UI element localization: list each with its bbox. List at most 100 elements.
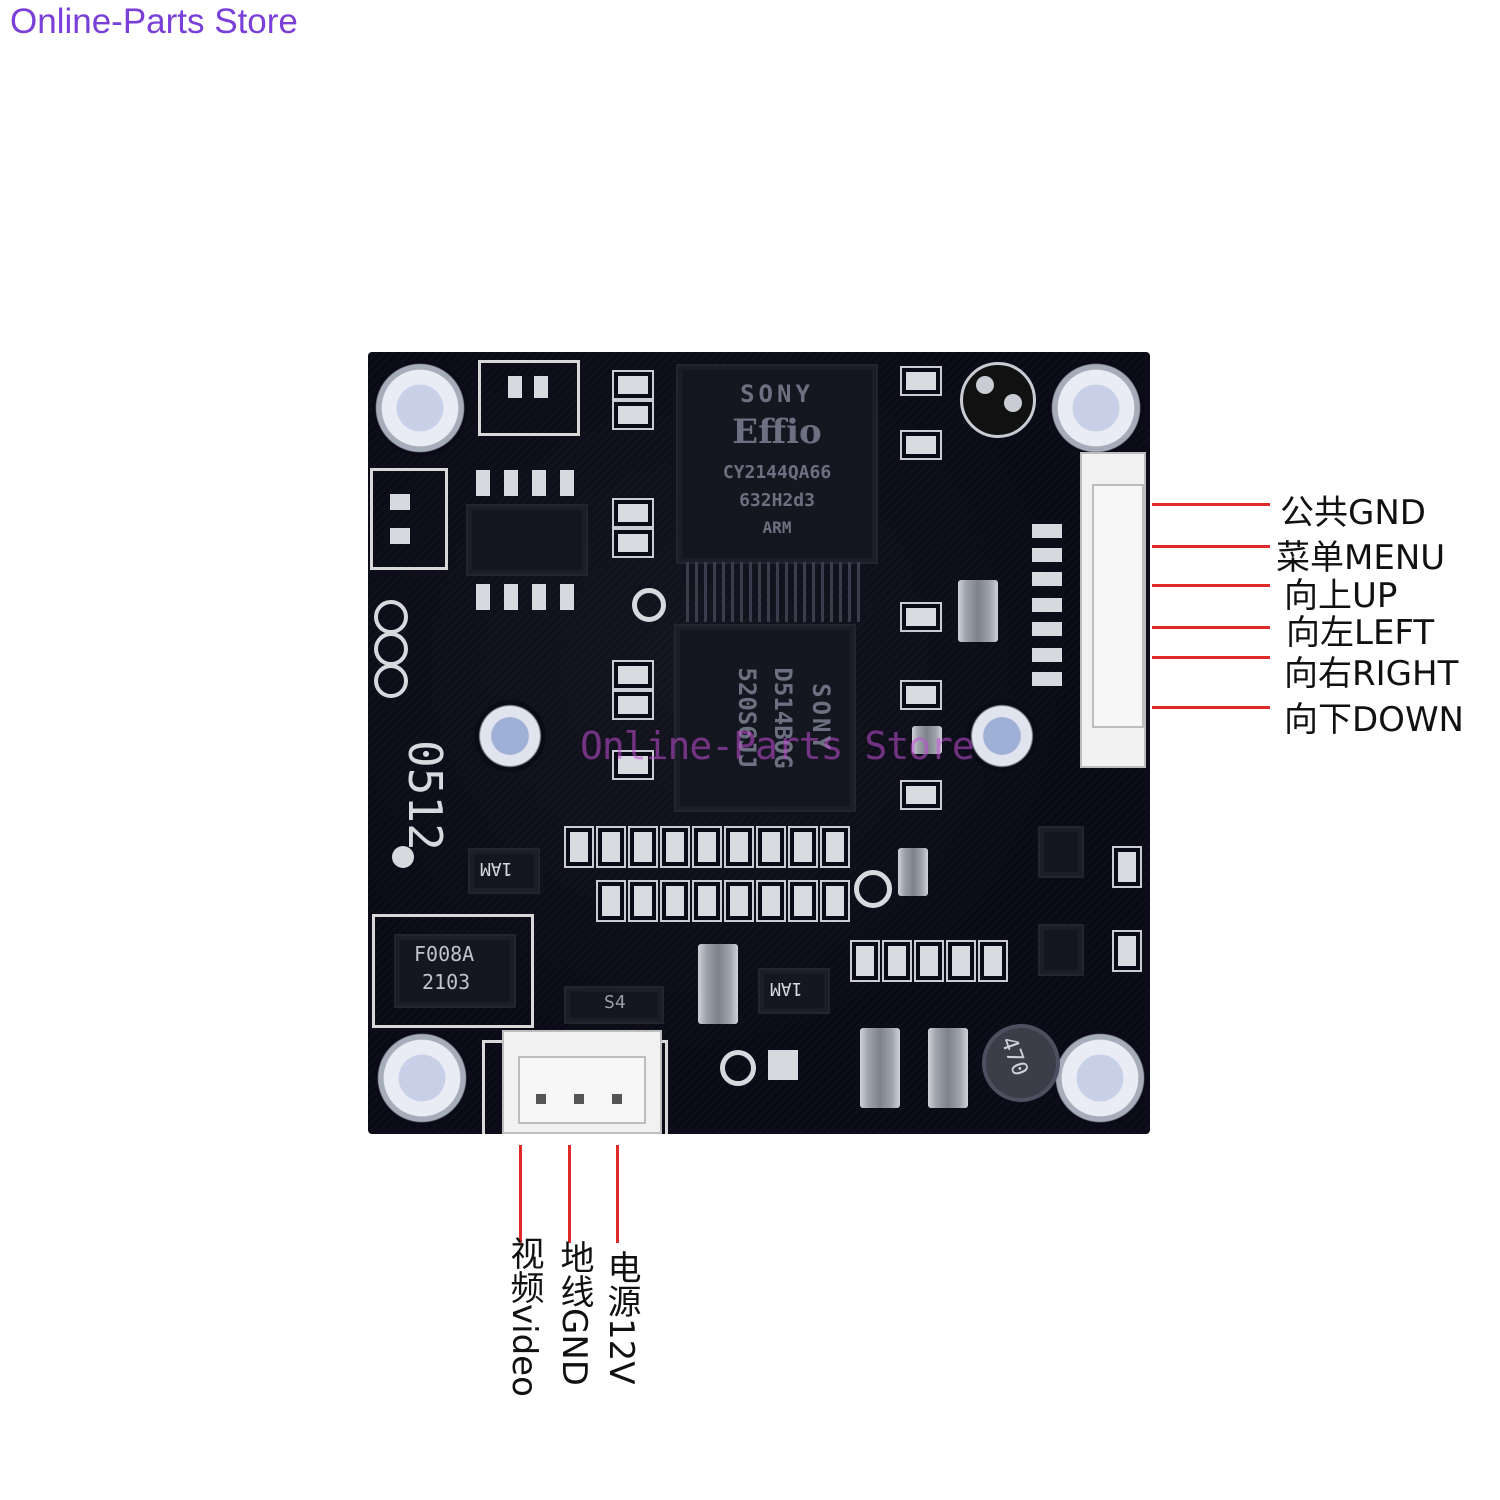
smd-resistor <box>630 828 656 866</box>
left-pad-outline <box>370 468 448 570</box>
chip-text: 632H2d3 <box>739 490 815 511</box>
test-pad <box>768 1050 798 1080</box>
pin-label-left: 向左LEFT <box>1286 613 1435 653</box>
smd-resistor <box>902 432 940 458</box>
diode-s4: S4 <box>564 986 664 1024</box>
soic-pin <box>532 584 546 610</box>
sot-transistor: 1AM <box>758 968 830 1014</box>
smd-resistor <box>694 882 720 920</box>
smd-resistor <box>1114 848 1140 886</box>
smd-resistor <box>884 942 910 980</box>
trimmer-dot <box>1004 394 1022 412</box>
capacitor <box>928 1028 968 1108</box>
pin-label-menu: 菜单MENU <box>1276 538 1446 578</box>
sot-mark: 1AM <box>480 858 513 879</box>
test-pad <box>854 870 892 908</box>
smd-resistor <box>902 368 940 394</box>
smd-resistor <box>980 942 1006 980</box>
smd-resistor <box>902 604 940 630</box>
chip-text: CY2144QA66 <box>722 462 832 483</box>
smd-resistor <box>614 752 652 778</box>
soic-pin <box>532 470 546 496</box>
wire-line <box>616 1145 619 1243</box>
header-pin <box>1032 672 1062 686</box>
diode-s4-mark: S4 <box>604 992 626 1013</box>
wire-line <box>1152 706 1270 709</box>
smd-resistor <box>790 828 816 866</box>
soic-chip <box>466 504 588 576</box>
menu-key-connector-housing <box>1092 484 1144 728</box>
capacitor <box>698 944 738 1024</box>
lens-mount-hole-left <box>474 700 546 772</box>
smd-resistor <box>790 882 816 920</box>
header-pin <box>1032 548 1062 562</box>
capacitor <box>898 848 928 896</box>
wire-line <box>519 1145 522 1243</box>
pin-label-power: 电源12V <box>601 1250 641 1385</box>
soic-pin <box>476 470 490 496</box>
left-pad <box>390 494 410 510</box>
chip-text: D514BOG <box>769 667 797 769</box>
silk-dot <box>392 846 414 868</box>
transistor <box>1038 826 1084 878</box>
soic-pin <box>476 584 490 610</box>
top-pad <box>508 376 522 398</box>
mounting-hole-bottom-left <box>374 1030 470 1126</box>
chip-text: ARM <box>762 518 792 537</box>
smd-resistor <box>822 882 848 920</box>
header-hole <box>374 600 408 634</box>
smd-resistor <box>948 942 974 980</box>
smd-resistor <box>822 828 848 866</box>
smd-resistor <box>902 682 940 708</box>
diode-date: 2103 <box>422 970 471 994</box>
soic-pin <box>504 584 518 610</box>
wire-line <box>1152 626 1270 629</box>
header-pin <box>1032 648 1062 662</box>
diode: F008A 2103 <box>394 934 516 1008</box>
test-pad <box>632 588 666 622</box>
left-pad <box>390 528 410 544</box>
trimmer-dot <box>976 376 994 394</box>
header-pin <box>1032 524 1062 538</box>
capacitor <box>860 1028 900 1108</box>
smd-resistor <box>662 882 688 920</box>
sony-dsp-chip: SONY D514BOG 520S6JJ <box>674 624 856 812</box>
smd-resistor <box>566 828 592 866</box>
header-hole <box>374 632 408 666</box>
smd-resistor <box>758 882 784 920</box>
wire-line <box>1152 656 1270 659</box>
wire-line <box>1152 584 1270 587</box>
connector-pin <box>574 1094 584 1104</box>
smd-resistor <box>726 828 752 866</box>
chip-text: Effio <box>732 412 822 452</box>
smd-resistor <box>902 782 940 808</box>
inductor <box>982 1024 1060 1102</box>
smd-resistor <box>614 662 652 688</box>
pin-label-ground: 地线GND <box>554 1240 594 1386</box>
sot-transistor: 1AM <box>468 848 540 894</box>
pin-label-right: 向右RIGHT <box>1284 654 1459 694</box>
wire-line <box>1152 545 1270 548</box>
sot-mark: 1AM <box>770 978 803 999</box>
smd-resistor <box>614 530 652 556</box>
smd-resistor <box>662 828 688 866</box>
test-pad <box>720 1050 756 1086</box>
smd-resistor <box>614 500 652 526</box>
diode-code: F008A <box>414 942 475 966</box>
smd-resistor <box>852 942 878 980</box>
mounting-hole-top-right <box>1048 360 1144 456</box>
smd-resistor <box>694 828 720 866</box>
smd-resistor <box>598 828 624 866</box>
header-hole <box>374 664 408 698</box>
wire-line <box>1152 503 1270 506</box>
lens-mount-hole-right <box>966 700 1038 772</box>
smd-resistor <box>630 882 656 920</box>
smd-resistor <box>614 372 652 398</box>
power-video-connector-housing <box>518 1056 646 1124</box>
smd-resistor <box>614 402 652 428</box>
chip-text: SONY <box>807 683 835 753</box>
capacitor <box>958 580 998 642</box>
smd-resistor <box>614 692 652 718</box>
chip-text: SONY <box>740 380 814 408</box>
trimmer <box>960 362 1036 438</box>
